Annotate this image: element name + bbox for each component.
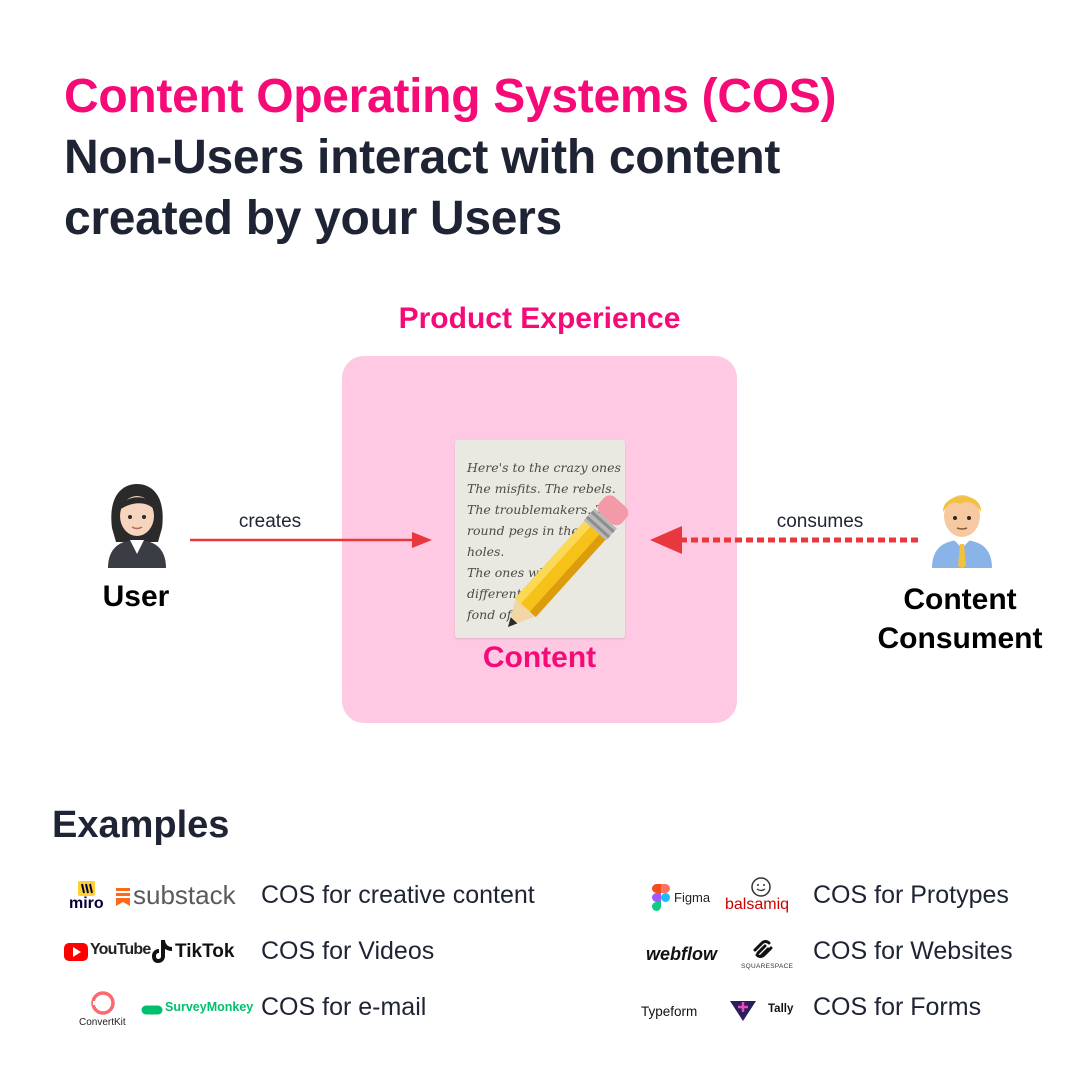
tiktok-icon xyxy=(152,940,172,963)
typeform-wordmark: Typeform xyxy=(641,1004,698,1019)
tally-icon xyxy=(730,1001,756,1021)
tally-wordmark: Tally xyxy=(768,1003,794,1015)
surveymonkey-icon xyxy=(141,1005,163,1015)
creates-label: creates xyxy=(238,511,302,532)
miro-icon xyxy=(78,881,95,896)
example-email: COS for e-mail xyxy=(261,993,427,1021)
example-prototypes: COS for Protypes xyxy=(813,881,1009,909)
substack-wordmark: substack xyxy=(133,880,236,910)
consumes-arrow xyxy=(650,526,918,554)
miro-wordmark: miro xyxy=(69,895,104,912)
figma-wordmark: Figma xyxy=(674,890,711,905)
content-label: Content xyxy=(482,641,597,674)
example-websites: COS for Websites xyxy=(813,937,1013,965)
product-experience-label: Product Experience xyxy=(398,302,681,335)
handwriting-line: Here's to the crazy ones xyxy=(466,460,621,475)
consumes-label: consumes xyxy=(776,511,864,532)
balsamiq-logo: balsamiq xyxy=(724,876,798,916)
miro-logo: miro xyxy=(68,880,108,914)
example-forms: COS for Forms xyxy=(813,993,982,1021)
consumer-label-line-2: Consument xyxy=(877,622,1043,655)
creates-arrow xyxy=(190,532,432,548)
handwriting-line: differentl xyxy=(467,586,526,601)
youtube-wordmark: YouTube xyxy=(90,941,151,958)
title-line-3: created by your Users xyxy=(64,192,562,245)
user-label: User xyxy=(102,580,170,613)
webflow-wordmark: webflow xyxy=(646,944,717,964)
consumer-label-line-1: Content xyxy=(903,583,1017,616)
convertkit-icon xyxy=(91,991,115,1015)
handwriting-svg: Here's to the crazy ones The misfits. Th… xyxy=(466,460,621,622)
typeform-logo: Typeform xyxy=(641,1003,697,1023)
squarespace-wordmark: SQUARESPACE xyxy=(741,963,794,970)
woman-office-worker-icon xyxy=(108,484,166,568)
man-office-worker-icon xyxy=(932,495,992,568)
convertkit-logo: ConvertKit xyxy=(78,990,130,1030)
example-videos: COS for Videos xyxy=(261,937,435,965)
figma-icon xyxy=(652,884,670,911)
squarespace-icon xyxy=(753,940,773,958)
handwriting-line: fond of xyxy=(466,607,514,622)
title-line-2: Non-Users interact with content xyxy=(64,131,781,184)
content-consumer-label: Content Consument xyxy=(855,580,1065,658)
tiktok-wordmark: TikTok xyxy=(175,941,235,962)
webflow-logo: webflow xyxy=(646,944,717,968)
handwriting-line: The misfits. The rebels. xyxy=(467,481,616,496)
balsamiq-icon xyxy=(751,877,771,897)
surveymonkey-wordmark: SurveyMonkey xyxy=(165,1000,254,1014)
youtube-icon xyxy=(64,943,88,961)
pencil-icon xyxy=(508,495,629,627)
example-creative-content: COS for creative content xyxy=(261,881,535,909)
title-line-1: Content Operating Systems (COS) xyxy=(64,70,837,123)
substack-icon xyxy=(116,888,130,906)
page-title: Content Operating Systems (COS) Non-User… xyxy=(64,66,836,249)
convertkit-wordmark: ConvertKit xyxy=(79,1017,126,1028)
handwriting-line: The troublemakers. The xyxy=(467,502,619,517)
handwriting-line: round pegs in the xyxy=(467,523,579,538)
examples-title: Examples xyxy=(52,804,230,846)
balsamiq-wordmark: balsamiq xyxy=(725,896,790,913)
squarespace-logo: SQUARESPACE xyxy=(740,938,793,972)
handwriting-line: The ones wh xyxy=(467,565,547,580)
handwriting-line: holes. xyxy=(467,544,504,559)
